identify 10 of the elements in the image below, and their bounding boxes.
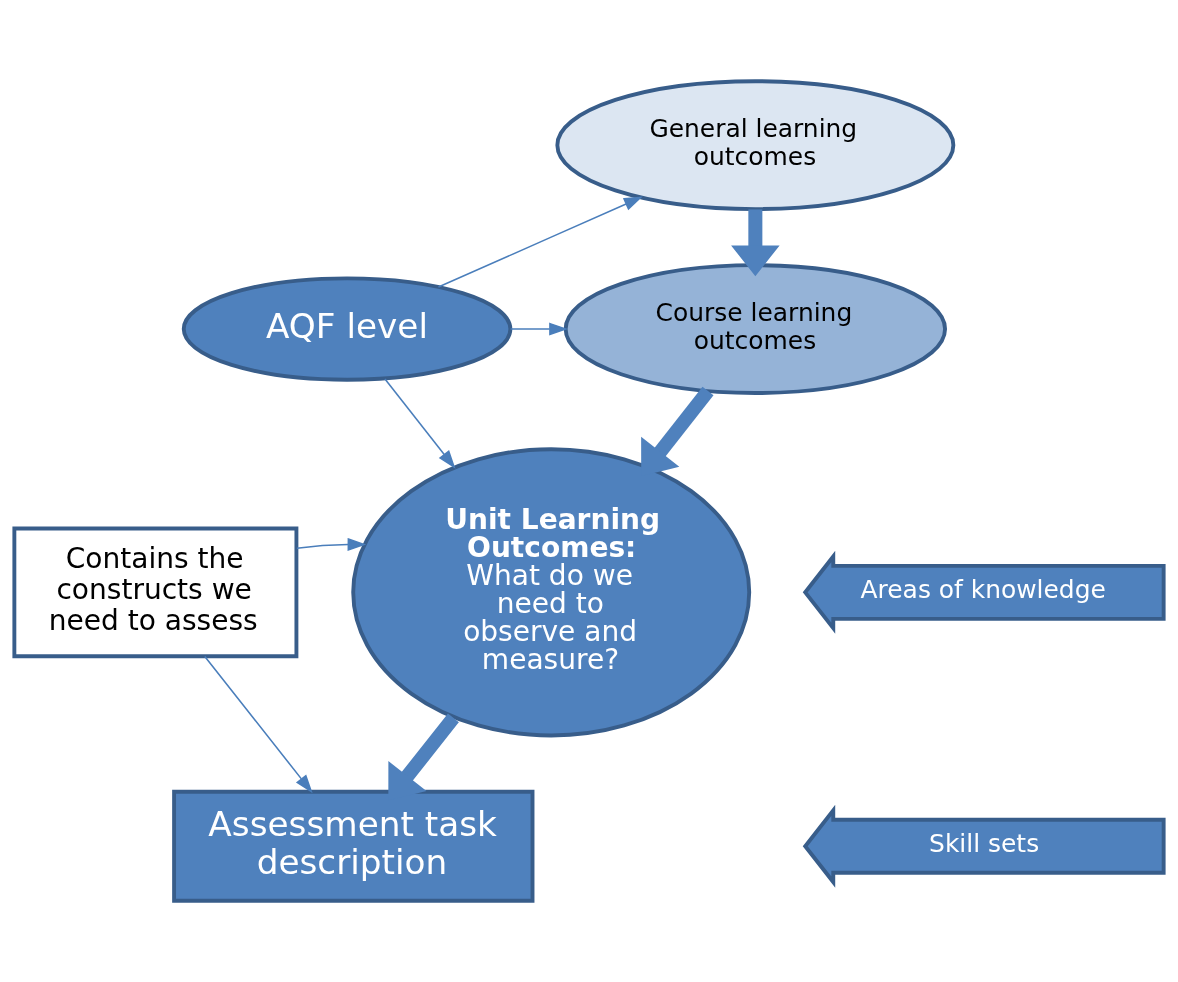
node-ellipse: AQF level bbox=[181, 276, 513, 382]
node-ellipse: Course learning outcomes bbox=[563, 263, 948, 395]
node-box: Contains the constructs we need to assess bbox=[12, 526, 299, 659]
arrow bbox=[204, 655, 313, 794]
arrow bbox=[731, 209, 780, 277]
arrow bbox=[509, 322, 568, 336]
arrow bbox=[437, 196, 643, 288]
arrow bbox=[384, 378, 456, 469]
arrow bbox=[296, 537, 367, 551]
node-box: Assessment task description bbox=[172, 789, 535, 903]
